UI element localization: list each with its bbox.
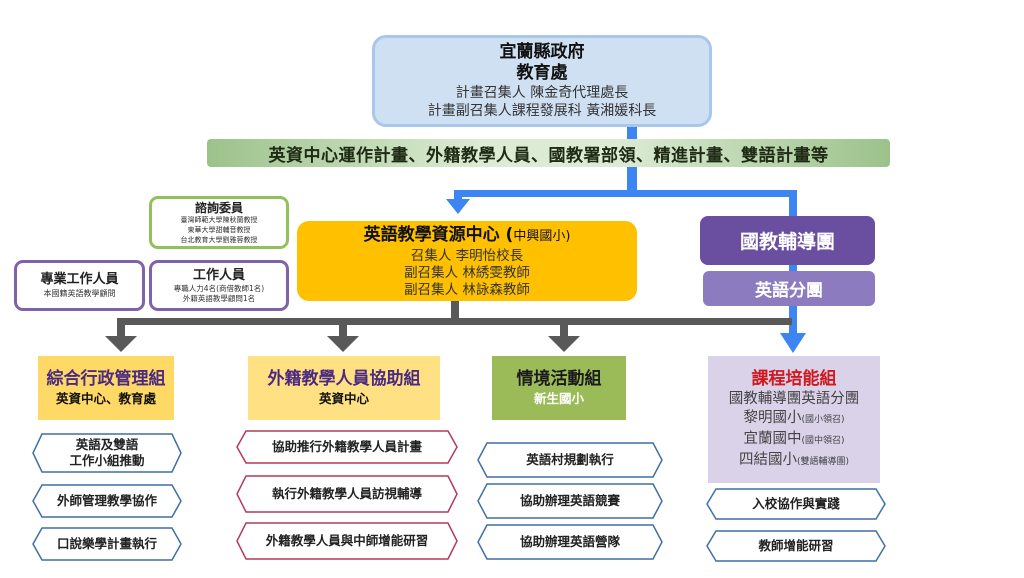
- deputy-convener: 計畫副召集人課程發展科 黃湘媛科長: [427, 103, 657, 119]
- task-label: 協助辦理英語營隊: [519, 534, 620, 549]
- center-convener: 召集人 李明怡校長: [410, 247, 524, 264]
- task-label: 執行外籍教學人員訪視輔導: [271, 486, 422, 501]
- task-item: 協助辦理英語營隊: [477, 524, 663, 560]
- group-admin: 綜合行政管理組 英資中心、教育處: [38, 356, 174, 420]
- task-label: 口說樂學計畫執行: [56, 536, 157, 551]
- hexagon-shape: [477, 524, 663, 560]
- task-label: 協助推行外籍教學人員計畫: [271, 439, 422, 454]
- task-item: 協助辦理英語競賽: [477, 483, 663, 519]
- english-resource-center-box: 英語教學資源中心 (中興國小) 召集人 李明怡校長 副召集人 林綉雯教師 副召集…: [297, 221, 637, 301]
- task-item: 口說樂學計畫執行: [32, 527, 182, 561]
- course-line: 國教輔導團英語分團: [729, 390, 860, 409]
- course-line-note: (雙語輔導團): [796, 456, 850, 467]
- course-line: 黎明國小(國小領召): [743, 409, 844, 430]
- task-item: 英語村規劃執行: [477, 442, 663, 478]
- task-item: 英語及雙語 工作小組推動: [32, 433, 182, 473]
- convener: 計畫召集人 陳金奇代理處長: [455, 85, 629, 101]
- gray-connectors: [105, 300, 792, 352]
- center-school: 中興國小): [513, 228, 571, 244]
- hexagon-shape: [32, 527, 182, 561]
- task-label: 外籍教學人員與中師增能研習: [265, 533, 429, 548]
- group-sub: 英資中心、教育處: [55, 391, 156, 406]
- advisory-title: 諮詢委員: [194, 200, 243, 215]
- plans-banner: 英資中心運作計畫、外籍教學人員、國教署部領、精進計畫、雙語計畫等: [207, 139, 890, 167]
- center-title-text: 英語教學資源中心 (: [363, 224, 514, 245]
- arrow-to-context: [548, 336, 580, 352]
- arrow-to-admin: [105, 336, 137, 352]
- task-label: 外師管理教學協作: [56, 493, 157, 508]
- task-item: 外師管理教學協作: [32, 484, 182, 518]
- task-item: 外籍教學人員與中師增能研習: [236, 522, 458, 560]
- hexagon-shape: [706, 488, 886, 520]
- group-sub: 新生國小: [533, 391, 584, 406]
- task-label: 協助辦理英語競賽: [519, 493, 620, 508]
- hexagon-shape: [236, 430, 458, 464]
- course-line-main: 黎明國小: [743, 409, 802, 426]
- advisory-member: 台北教育大學劉雅蓉教授: [180, 235, 258, 244]
- arrow-to-course-group: [780, 333, 806, 353]
- hexagon-shape: [236, 522, 458, 560]
- advisory-member: 東華大學甜輔音教授: [187, 225, 251, 234]
- english-branch-box: 英語分團: [703, 271, 875, 306]
- course-line-note: (國小領召): [801, 414, 845, 425]
- group-course-empowerment: 課程培能組 國教輔導團英語分團 黎明國小(國小領召) 宜蘭國中(國中領召) 四結…: [708, 356, 880, 483]
- course-line: 宜蘭國中(國中領召): [743, 430, 844, 451]
- staff-line: 外籍英語教學顧問1名: [182, 293, 256, 303]
- org-name: 宜蘭縣政府: [499, 42, 585, 62]
- group-title: 外籍教學人員協助組: [267, 369, 421, 389]
- course-line: 四結國小(雙語輔導團): [739, 451, 849, 472]
- pro-staff-title: 專業工作人員: [40, 272, 119, 287]
- group-foreign-staff: 外籍教學人員協助組 英資中心: [248, 356, 440, 420]
- course-line-main: 國教輔導團英語分團: [728, 390, 860, 407]
- task-item: 協助推行外籍教學人員計畫: [236, 430, 458, 464]
- arrow-to-foreign: [327, 336, 359, 352]
- task-label: 入校協作與實踐: [752, 496, 840, 511]
- dept-name: 教育處: [516, 63, 568, 83]
- advisory-committee-box: 諮詢委員 臺灣師範大學陳秋蘭教授 東華大學甜輔音教授 台北教育大學劉雅蓉教授: [149, 196, 289, 249]
- advisory-member: 臺灣師範大學陳秋蘭教授: [180, 215, 258, 224]
- course-line-note: (國中領召): [801, 435, 845, 446]
- arrow-to-center: [446, 199, 470, 214]
- staff-line: 專職人力4名(商借教師1名): [173, 283, 265, 293]
- pro-staff-sub: 本國籍英語教學顧問: [43, 289, 116, 298]
- education-department-box: 宜蘭縣政府 教育處 計畫召集人 陳金奇代理處長 計畫副召集人課程發展科 黃湘媛科…: [372, 35, 712, 127]
- group-sub: 英資中心: [318, 391, 369, 406]
- hexagon-shape: [32, 433, 182, 473]
- hexagon-shape: [236, 475, 458, 513]
- task-item: 入校協作與實踐: [706, 488, 886, 520]
- staff-box: 工作人員 專職人力4名(商借教師1名) 外籍英語教學顧問1名: [149, 260, 289, 311]
- group-title: 情境活動組: [516, 369, 602, 389]
- center-title: 英語教學資源中心 (中興國小): [364, 224, 571, 248]
- group-title: 綜合行政管理組: [46, 369, 166, 389]
- center-deputy: 副召集人 林詠森教師: [404, 281, 530, 298]
- course-line-main: 宜蘭國中: [743, 430, 802, 447]
- course-line-main: 四結國小: [738, 451, 797, 468]
- group-title: 課程培能組: [751, 368, 837, 389]
- task-item: 執行外籍教學人員訪視輔導: [236, 475, 458, 513]
- hexagon-shape: [32, 484, 182, 518]
- hexagon-shape: [477, 442, 663, 478]
- task-item: 教師增能研習: [706, 530, 886, 562]
- hexagon-shape: [477, 483, 663, 519]
- center-deputy: 副召集人 林綉雯教師: [404, 264, 530, 281]
- staff-title: 工作人員: [192, 267, 245, 283]
- group-context-activity: 情境活動組 新生國小: [492, 356, 626, 420]
- professional-staff-box: 專業工作人員 本國籍英語教學顧問: [14, 260, 145, 311]
- task-label: 英語村規劃執行: [526, 452, 614, 467]
- task-label: 教師增能研習: [758, 538, 834, 553]
- guidance-team-box: 國教輔導團: [700, 216, 875, 265]
- blue-connectors: [446, 125, 806, 353]
- hexagon-shape: [706, 530, 886, 562]
- task-label: 英語及雙語 工作小組推動: [69, 437, 145, 468]
